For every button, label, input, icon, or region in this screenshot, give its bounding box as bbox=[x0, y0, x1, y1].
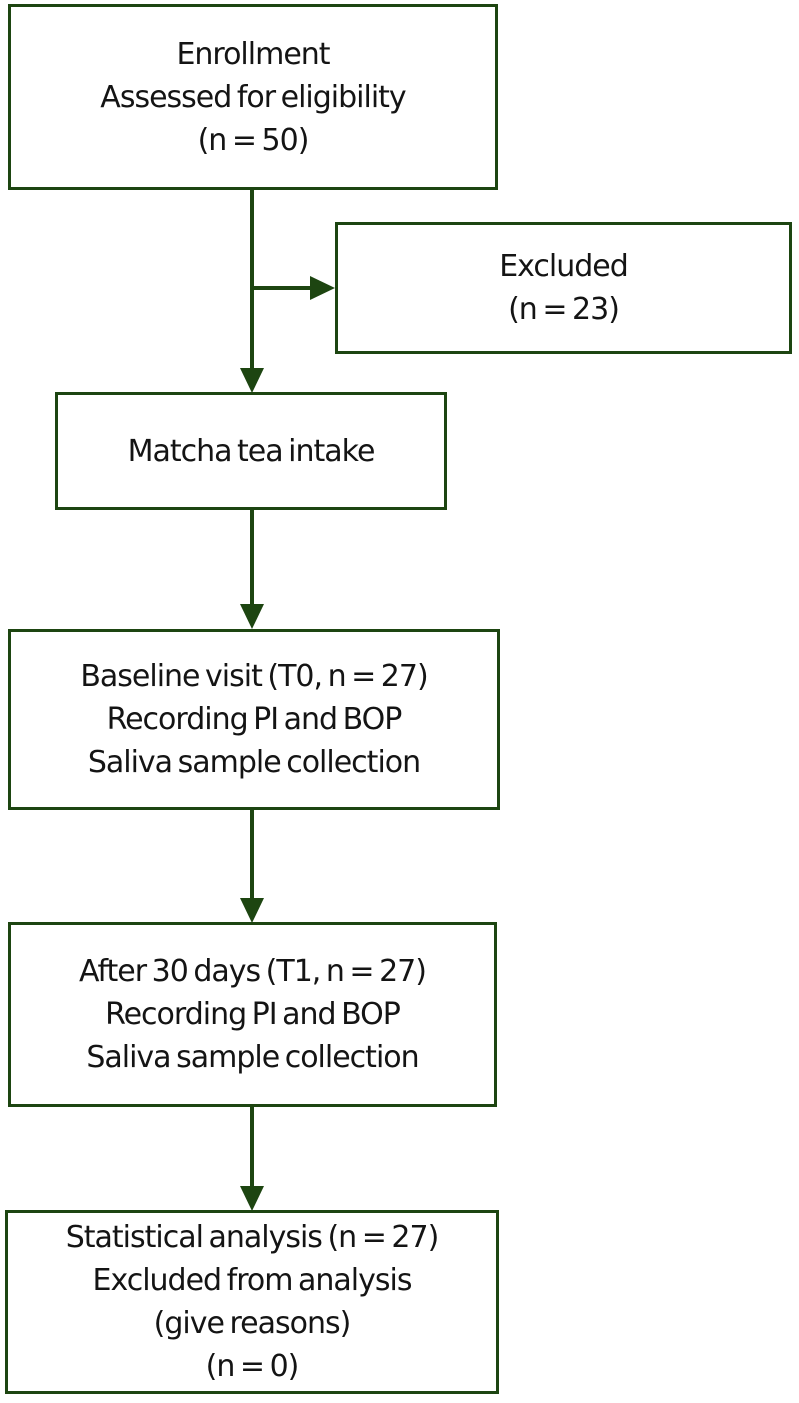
after30-line-1: After 30 days (T1, n = 27) bbox=[79, 954, 427, 989]
enrollment-line-2: Assessed for eligibility bbox=[100, 79, 406, 115]
connector-after30-to-statistical bbox=[250, 1107, 254, 1186]
excluded-line-1: Excluded bbox=[499, 249, 629, 284]
connector-branch-to-excluded bbox=[250, 286, 310, 290]
connector-baseline-to-after30 bbox=[250, 810, 254, 898]
statistical-line-2: Excluded from analysis bbox=[92, 1263, 413, 1298]
after30-line-3: Saliva sample collection bbox=[86, 1040, 419, 1075]
excluded-box: Excluded (n = 23) bbox=[335, 222, 792, 354]
enrollment-line-3: (n = 50) bbox=[197, 122, 310, 158]
arrowhead-down-icon bbox=[240, 604, 264, 629]
arrowhead-right-icon bbox=[310, 276, 335, 300]
statistical-line-1: Statistical analysis (n = 27) bbox=[65, 1220, 440, 1255]
baseline-line-2: Recording PI and BOP bbox=[106, 702, 403, 737]
connector-matcha-to-baseline bbox=[250, 510, 254, 604]
arrowhead-down-icon bbox=[240, 368, 264, 393]
statistical-line-3: (give reasons) bbox=[153, 1306, 352, 1341]
excluded-line-2: (n = 23) bbox=[508, 292, 620, 327]
enrollment-box: Enrollment Assessed for eligibility (n =… bbox=[8, 4, 498, 190]
statistical-analysis-box: Statistical analysis (n = 27) Excluded f… bbox=[5, 1210, 499, 1394]
baseline-visit-box: Baseline visit (T0, n = 27) Recording PI… bbox=[8, 629, 500, 810]
after-30-days-box: After 30 days (T1, n = 27) Recording PI … bbox=[8, 922, 497, 1107]
arrowhead-down-icon bbox=[240, 1186, 264, 1211]
arrowhead-down-icon bbox=[240, 898, 264, 923]
matcha-tea-intake-box: Matcha tea intake bbox=[55, 392, 447, 510]
connector-enrollment-to-matcha bbox=[250, 190, 254, 368]
statistical-line-4: (n = 0) bbox=[205, 1349, 300, 1384]
matcha-line-1: Matcha tea intake bbox=[127, 433, 376, 469]
enrollment-line-1: Enrollment bbox=[176, 36, 330, 72]
baseline-line-3: Saliva sample collection bbox=[87, 745, 421, 780]
baseline-line-1: Baseline visit (T0, n = 27) bbox=[80, 659, 428, 694]
after30-line-2: Recording PI and BOP bbox=[105, 997, 401, 1032]
